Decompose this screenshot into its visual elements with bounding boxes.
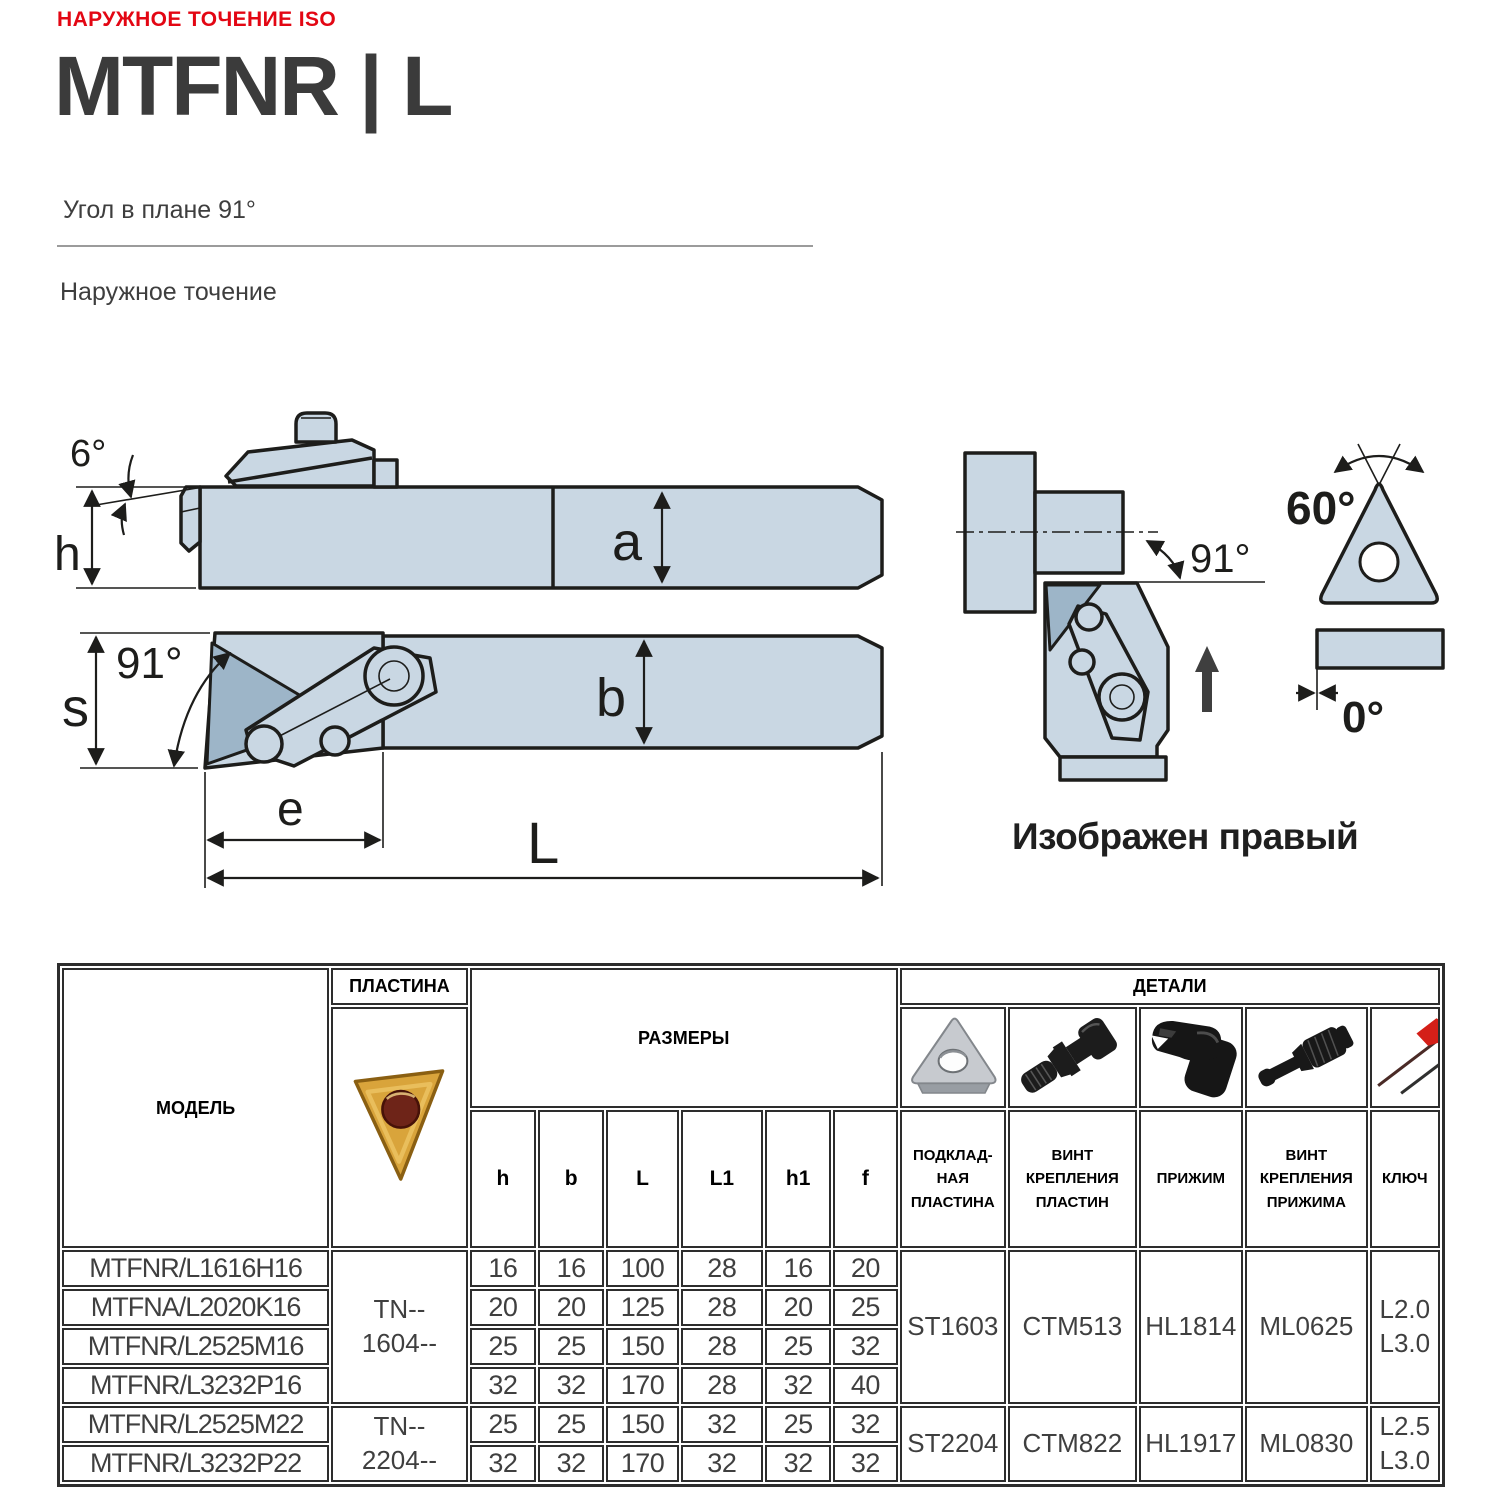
clamp-screw-code-cell: ML0830 [1245,1406,1368,1482]
side-view: h 6° a [54,411,884,590]
insert-side-view [1315,628,1445,670]
dim-label-clearance-angle: 0° [1342,693,1384,742]
drawing-caption: Изображен правый [1012,816,1359,857]
shim-icon [910,1017,997,1094]
col-header-h1: h1 [765,1110,832,1248]
clamp-screw-code-cell: ML0625 [1245,1250,1368,1404]
key-code-cell: L2.0 L3.0 [1369,1250,1440,1404]
model-cell: MTFNR/L3232P16 [62,1367,330,1404]
clamp-screw-photo-cell [1245,1007,1368,1108]
dim-label-detail-lead-angle: 91° [1190,537,1251,581]
shim-code-cell: ST2204 [899,1406,1007,1482]
insert-screw-code-cell: CTM513 [1008,1250,1137,1404]
key-photo-cell [1369,1007,1440,1108]
clamp-code-cell: HL1814 [1138,1250,1244,1404]
dim-label-rake-angle: 6° [70,433,106,475]
dim-label-e: e [277,783,304,836]
dim-label-lead-angle: 91° [116,639,183,688]
col-header-L1: L1 [680,1110,763,1248]
side-clamp-screw-cap [294,411,338,444]
shim-code-cell: ST1603 [899,1250,1007,1404]
insert-code-cell: TN-- 1604-- [331,1250,468,1404]
top-clamp-pin [244,724,284,764]
detail-tool-base [1058,755,1168,782]
insert-hole [1358,541,1400,583]
dim-label-h: h [54,528,81,581]
col-header-b: b [538,1110,605,1248]
table-row: MTFNR/L2525M22 TN-- 2204-- 25 25 150 32 … [62,1406,1440,1482]
model-cell: MTFNR/L1616H16 [62,1250,330,1287]
clamp-icon [1150,1020,1237,1098]
dim-label-a: a [612,512,643,572]
wrench-key-icon [1376,1018,1438,1095]
key-code-cell: L2.5 L3.0 [1369,1406,1440,1482]
side-shank [198,485,884,590]
shim-photo-cell [899,1007,1007,1108]
insert-code-cell: TN-- 2204-- [331,1406,468,1482]
side-insert [179,485,202,553]
dim-label-L: L [527,811,559,876]
model-cell: MTFNA/L2020K16 [62,1289,330,1326]
operation-note: Наружное точение [60,278,277,306]
plan-angle-note: Угол в плане 91° [63,196,256,224]
dim-label-s: s [62,678,89,738]
gold-insert-icon [354,1069,445,1181]
table-row: MTFNR/L2525M16 25 25 150 28 25 32 [62,1328,1440,1365]
insert-screw-code-cell: CTM822 [1008,1406,1137,1482]
feed-arrow [1195,646,1219,712]
col-header-f: f [833,1110,898,1248]
insert-screw-icon [1021,1018,1118,1093]
tool-drawing-side-and-top: h 6° a 91° s b [54,411,884,888]
col-header-h: h [469,1110,537,1248]
category-label: НАРУЖНОЕ ТОЧЕНИЕ ISO [57,8,337,31]
col-header-dimensions: РАЗМЕРЫ [469,968,898,1108]
table-row: MTFNR/L1616H16 TN-- 1604-- 16 16 100 28 … [62,1250,1440,1404]
insert-photo-cell [331,1007,468,1248]
clamp-screw-icon [1258,1025,1354,1087]
spec-table: МОДЕЛЬ ПЛАСТИНА РАЗМЕРЫ ДЕТАЛИ [57,963,1445,1487]
col-header-insert: ПЛАСТИНА [331,968,468,1005]
col-header-clamp-screw: ВИНТ КРЕПЛЕНИЯ ПРИЖИМА [1245,1110,1368,1248]
top-clamp-pin2 [319,725,351,757]
cutting-scheme: 91° [956,451,1265,782]
col-header-shim: ПОДКЛАД-НАЯ ПЛАСТИНА [899,1110,1007,1248]
col-header-insert-screw: ВИНТ КРЕПЛЕНИЯ ПЛАСТИН [1008,1110,1137,1248]
tool-drawing-cutting-detail: 91° 60° 0° [956,443,1445,782]
dim-label-b: b [596,668,626,728]
col-header-key: КЛЮЧ [1369,1110,1440,1248]
col-header-details: ДЕТАЛИ [899,968,1440,1005]
side-clamp-step [372,458,399,489]
divider-rule [57,245,813,247]
page-title: MTFNR | L [54,39,453,133]
table-row: MTFNR/L3232P22 32 32 170 32 32 32 [62,1445,1440,1482]
model-cell: MTFNR/L3232P22 [62,1445,330,1482]
top-shank [381,634,884,750]
insert-geometry: 60° 0° [1286,443,1445,742]
col-header-L: L [606,1110,679,1248]
col-header-model: МОДЕЛЬ [62,968,330,1248]
table-row: MTFNA/L2020K16 20 20 125 28 20 25 [62,1289,1440,1326]
top-view: 91° s b e L [62,631,884,888]
insert-screw-photo-cell [1008,1007,1137,1108]
clamp-photo-cell [1138,1007,1244,1108]
model-cell: MTFNR/L2525M16 [62,1328,330,1365]
top-clamp-boss [363,645,425,707]
table-row: MTFNR/L3232P16 32 32 170 28 32 40 [62,1367,1440,1404]
model-cell: MTFNR/L2525M22 [62,1406,330,1443]
clamp-code-cell: HL1917 [1138,1406,1244,1482]
col-header-clamp: ПРИЖИМ [1138,1110,1244,1248]
dim-label-insert-angle: 60° [1286,482,1356,534]
